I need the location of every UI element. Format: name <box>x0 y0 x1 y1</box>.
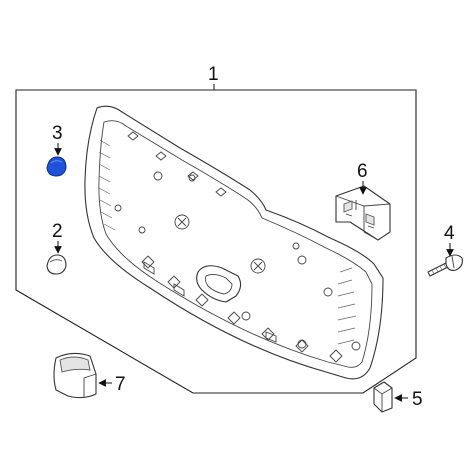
liftgate-trim-panel[interactable] <box>84 105 384 380</box>
part-3-clip-highlighted[interactable] <box>46 156 67 177</box>
callout-3-label: 3 <box>52 123 63 144</box>
part-4-bolt[interactable] <box>427 254 463 277</box>
part-2-clip[interactable] <box>46 254 67 275</box>
callout-7-label: 7 <box>115 374 126 395</box>
callout-1-label: 1 <box>208 64 219 85</box>
part-5-clip[interactable] <box>373 381 393 413</box>
callout-5-label: 5 <box>412 389 423 410</box>
callout-2-label: 2 <box>52 221 63 242</box>
assembly-boundary <box>15 89 417 394</box>
part-6-bracket[interactable] <box>335 185 391 241</box>
part-7-cover[interactable] <box>53 352 97 399</box>
callout-4-label: 4 <box>444 223 455 244</box>
part-3-clip[interactable] <box>46 156 67 177</box>
callout-6-label: 6 <box>357 161 368 182</box>
